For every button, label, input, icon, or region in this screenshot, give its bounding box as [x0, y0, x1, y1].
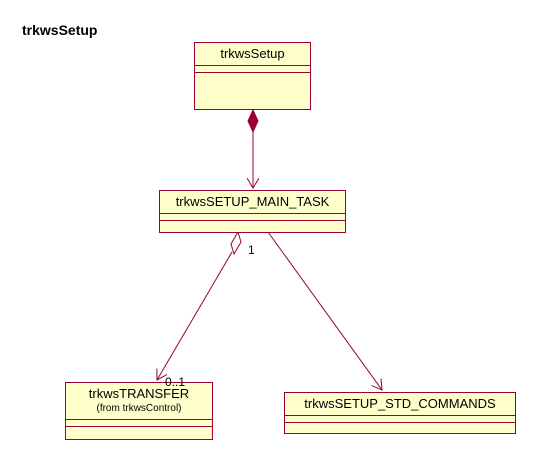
hollow-diamond-icon: [230, 230, 242, 256]
attributes-compartment: [195, 66, 310, 73]
multiplicity-source: 1: [248, 243, 255, 257]
multiplicity-target: 0..1: [165, 375, 186, 389]
class-trkwsSetup[interactable]: trkwsSetup: [194, 42, 311, 110]
class-name: trkwsSETUP_MAIN_TASK: [160, 191, 345, 214]
association-edge: [267, 231, 382, 390]
class-trkwsSETUP_STD_COMMANDS[interactable]: trkwsSETUP_STD_COMMANDS: [284, 392, 516, 434]
attributes-compartment: [285, 416, 515, 423]
class-trkwsTRANSFER[interactable]: trkwsTRANSFER (from trkwsControl): [65, 382, 213, 440]
attributes-compartment: [160, 214, 345, 221]
filled-diamond-icon: [247, 108, 259, 134]
class-trkwsSETUP_MAIN_TASK[interactable]: trkwsSETUP_MAIN_TASK: [159, 190, 346, 233]
diagram-title: trkwsSetup: [22, 22, 98, 38]
attributes-compartment: [66, 420, 212, 427]
composition-edge: [247, 108, 259, 188]
class-name: trkwsTRANSFER: [88, 386, 190, 401]
aggregation-edge: [157, 230, 242, 380]
package-note: (from trkwsControl): [96, 403, 182, 414]
class-name: trkwsSETUP_STD_COMMANDS: [285, 393, 515, 416]
class-name: trkwsSetup: [195, 43, 310, 66]
class-name-block: trkwsTRANSFER (from trkwsControl): [66, 383, 212, 420]
